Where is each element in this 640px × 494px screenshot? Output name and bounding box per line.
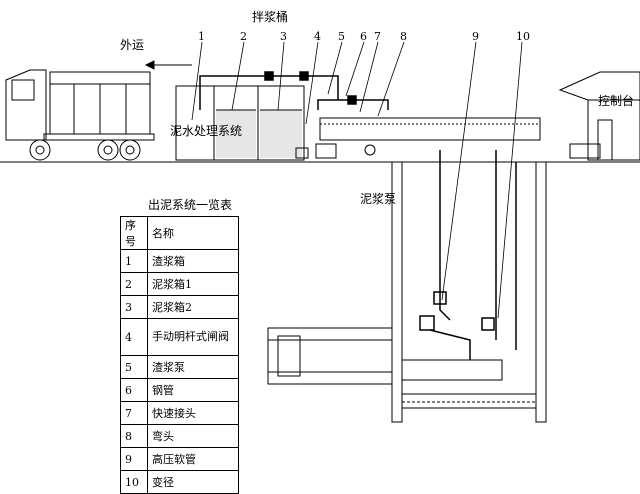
header-no: 序号 (120, 216, 148, 250)
row-name: 泥浆箱1 (147, 272, 239, 296)
table-row: 8 弯头 (120, 424, 239, 448)
row-no: 1 (120, 249, 148, 273)
table-row: 1 渣浆箱 (120, 249, 239, 273)
mud-tanks (175, 85, 309, 161)
top-pipes (199, 71, 389, 110)
outbound-label: 外运 (120, 38, 145, 52)
table-row: 7 快速接头 (120, 401, 239, 425)
callout-4: 4 (314, 30, 321, 43)
row-name: 快速接头 (147, 401, 239, 425)
table-header-row: 序号 名称 (120, 216, 239, 250)
row-name: 变径 (147, 470, 239, 494)
callout-5: 5 (338, 30, 345, 43)
callout-7: 7 (374, 30, 381, 43)
table-row: 5 渣浆泵 (120, 355, 239, 379)
row-name: 钢管 (147, 378, 239, 402)
callout-2: 2 (240, 30, 247, 43)
row-no: 5 (120, 355, 148, 379)
surface-platform (315, 117, 541, 159)
control-room (558, 71, 640, 161)
shaft-pipes (419, 150, 517, 360)
callout-3: 3 (280, 30, 287, 43)
outbound-arrow (144, 60, 192, 70)
table-row: 9 高压软管 (120, 447, 239, 471)
row-name: 手动明杆式闸阀 (147, 318, 239, 356)
control-room-label: 控制台 (598, 94, 635, 108)
row-no: 8 (120, 424, 148, 448)
table-row: 6 钢管 (120, 378, 239, 402)
callout-1: 1 (198, 30, 205, 43)
row-name: 高压软管 (147, 447, 239, 471)
table-row: 3 泥浆箱2 (120, 295, 239, 319)
row-name: 渣浆箱 (147, 249, 239, 273)
dump-truck (5, 69, 155, 161)
header-name: 名称 (147, 216, 239, 250)
table-title: 出泥系统一览表 (148, 198, 233, 212)
row-name: 泥浆箱2 (147, 295, 239, 319)
tunnel (267, 327, 503, 385)
row-no: 10 (120, 470, 148, 494)
callout-8: 8 (400, 30, 407, 43)
mixing-bucket-label: 拌浆桶 (252, 10, 289, 24)
callout-6: 6 (360, 30, 367, 43)
mud-system-label: 泥水处理系统 (170, 124, 243, 138)
shaft (391, 161, 547, 423)
mud-pump-label: 泥浆泵 (360, 192, 397, 206)
table-row: 4 手动明杆式闸阀 (120, 318, 239, 356)
table-row: 2 泥浆箱1 (120, 272, 239, 296)
row-no: 6 (120, 378, 148, 402)
mud-system-diagram (0, 41, 640, 423)
callout-9: 9 (472, 30, 479, 43)
row-no: 7 (120, 401, 148, 425)
legend-table: 序号 名称 1 渣浆箱 2 泥浆箱1 3 泥浆箱2 4 手动明杆式闸阀 5 渣浆… (120, 216, 239, 494)
row-no: 4 (120, 318, 148, 356)
row-name: 渣浆泵 (147, 355, 239, 379)
row-no: 3 (120, 295, 148, 319)
table-row: 10 变径 (120, 470, 239, 494)
row-name: 弯头 (147, 424, 239, 448)
callout-leaders (191, 41, 523, 319)
row-no: 9 (120, 447, 148, 471)
callout-10: 10 (516, 30, 530, 43)
row-no: 2 (120, 272, 148, 296)
